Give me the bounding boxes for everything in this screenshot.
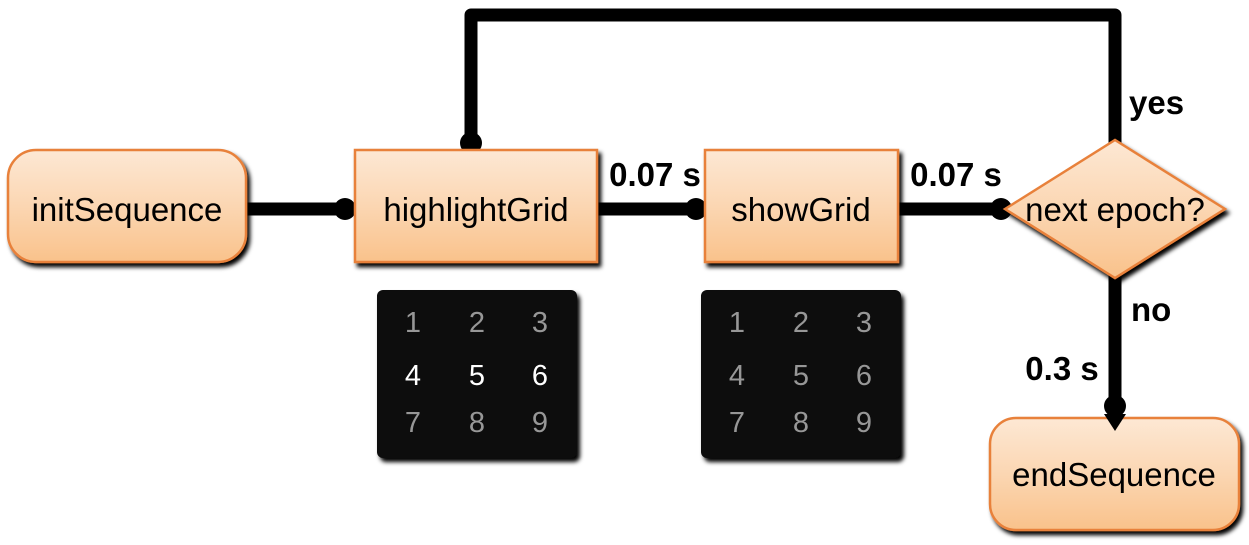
node-showgrid-shape [703,148,900,264]
node-endsequence-label: endSequence [1012,456,1216,493]
grid-cell: 6 [532,360,548,392]
grid-cell: 3 [856,307,872,339]
grid-cell: 6 [856,360,872,392]
node-next-epoch-decision: next epoch? [1002,138,1228,280]
edge-label-no-delay: 0.3 s [1025,350,1098,387]
arrowhead-dot [334,198,356,220]
edge-label-show-to-decision: 0.07 s [910,156,1002,193]
grid-cell: 5 [793,360,809,392]
arrowhead-dot [1104,395,1126,417]
node-highlightgrid: highlightGrid [353,148,599,264]
node-initsequence: initSequence [6,148,248,264]
grid-cell: 5 [469,360,485,392]
node-next-epoch-shape [1002,138,1228,280]
node-highlightgrid-label: highlightGrid [383,191,568,228]
node-initsequence-shape [6,148,248,264]
grid-cell: 7 [405,407,421,439]
grid-background [377,290,577,458]
edge-label-yes: yes [1129,84,1184,121]
grid-cell: 8 [469,407,485,439]
grid-cell: 2 [793,307,809,339]
edge-no-to-end [1104,272,1126,417]
node-showgrid: showGrid [703,148,900,264]
node-initsequence-label: initSequence [32,191,223,228]
grid-cell: 3 [532,307,548,339]
edge-highlight-to-show [597,198,707,220]
node-showgrid-label: showGrid [731,191,870,228]
grid-cell: 7 [729,407,745,439]
edge-show-to-decision [898,198,1012,220]
grid-cell: 8 [793,407,809,439]
arrowhead-dot [685,198,707,220]
edge-line [464,8,1122,150]
grid-cell: 4 [405,360,421,392]
grid-cell: 9 [532,407,548,439]
grid-cell: 4 [729,360,745,392]
grid-cell: 1 [405,307,421,339]
grid-cell: 1 [729,307,745,339]
arrowhead-dot [460,132,482,154]
grid-cell: 2 [469,307,485,339]
edge-label-no: no [1131,291,1171,328]
edge-label-highlight-to-show: 0.07 s [609,156,701,193]
arrowhead-tip [1104,414,1126,431]
grid-background [701,290,901,458]
node-endsequence: endSequence [988,414,1241,532]
grid-highlightgrid-preview: 1 2 3 4 5 6 7 8 9 [377,290,577,458]
node-next-epoch-label: next epoch? [1025,191,1205,228]
edge-init-to-highlight [246,198,356,220]
node-highlightgrid-shape [353,148,599,264]
grid-cell: 9 [856,407,872,439]
arrowhead-dot [990,198,1012,220]
grid-showgrid-preview: 1 2 3 4 5 6 7 8 9 [701,290,901,458]
edge-yes-loopback [460,8,1122,154]
